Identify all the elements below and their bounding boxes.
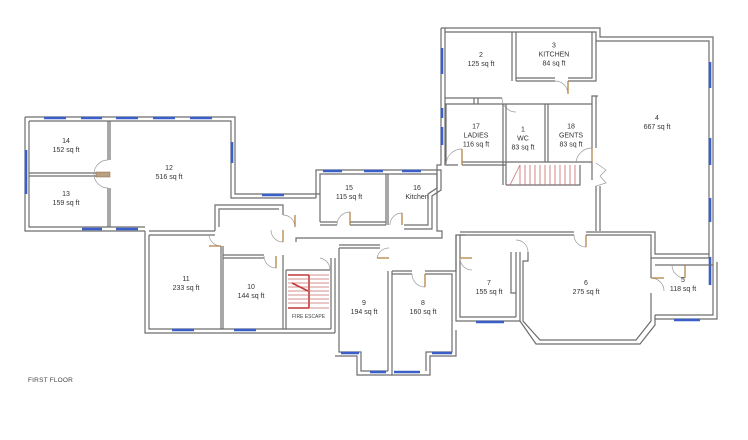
- fire-escape-stairs: [288, 274, 329, 309]
- room-area: 194 sq ft: [350, 309, 378, 316]
- room-number: 6: [584, 280, 588, 287]
- room-label-5[interactable]: 5 118 sq ft: [670, 276, 696, 294]
- room-label-10[interactable]: 10 144 sq ft: [238, 283, 265, 301]
- room-number: 18: [567, 123, 575, 131]
- room-area: 83 sq ft: [511, 144, 535, 152]
- room-area: 83 sq ft: [559, 141, 583, 149]
- room-number: 17: [472, 123, 480, 131]
- floor-title: FIRST FLOOR: [28, 377, 74, 384]
- room-number: 11: [182, 276, 190, 283]
- room-area: 125 sq ft: [467, 61, 495, 68]
- room-area: 160 sq ft: [409, 309, 437, 316]
- room-label-12[interactable]: 12 516 sq ft: [156, 164, 183, 182]
- room-label-17[interactable]: 17 LADIES 116 sq ft: [463, 123, 489, 150]
- room-label-15[interactable]: 15 115 sq ft: [336, 184, 362, 202]
- room-name: KITCHEN: [538, 51, 570, 59]
- room-area: 275 sq ft: [572, 289, 600, 296]
- west-wing-windows: [24, 116, 284, 231]
- room-number: 3: [552, 42, 556, 50]
- room-area: 84 sq ft: [542, 60, 566, 68]
- room-label-14[interactable]: 14 152 sq ft: [53, 137, 80, 155]
- room-label-1[interactable]: 1 WC 83 sq ft: [512, 126, 535, 153]
- room-number: 5: [681, 277, 685, 284]
- room-label-18[interactable]: 18 GENTS 83 sq ft: [559, 123, 583, 150]
- room-area: 516 sq ft: [155, 174, 183, 181]
- room-area: 159 sq ft: [52, 200, 80, 207]
- room-label-2[interactable]: 2 125 sq ft: [468, 51, 495, 69]
- room-area: 144 sq ft: [237, 293, 265, 300]
- room-number: 13: [62, 191, 70, 198]
- room-number: 10: [247, 284, 255, 291]
- room-label-4[interactable]: 4 667 sq ft: [644, 114, 671, 132]
- room-area: 155 sq ft: [475, 289, 503, 296]
- room-name: Kitchen: [405, 194, 429, 201]
- north-block-walls: [440, 27, 714, 285]
- room-area: 115 sq ft: [335, 194, 363, 201]
- room-label-3[interactable]: 3 KITCHEN 84 sq ft: [539, 42, 570, 69]
- room-name: LADIES: [463, 132, 489, 140]
- room-number: 12: [165, 165, 173, 172]
- main-stairs: [509, 164, 576, 186]
- corridor-walls: [295, 28, 465, 376]
- room-number: 9: [362, 300, 366, 307]
- room-area: 118 sq ft: [669, 286, 697, 293]
- room-area: 233 sq ft: [172, 285, 200, 292]
- room-name: WC: [517, 135, 529, 143]
- room-label-8[interactable]: 8 160 sq ft: [410, 299, 437, 317]
- room-number: 1: [521, 126, 525, 134]
- room-name: GENTS: [558, 132, 584, 140]
- room-number: 2: [479, 52, 483, 59]
- room-area: 116 sq ft: [462, 141, 490, 149]
- room-number: 16: [413, 185, 421, 192]
- room-area: 667 sq ft: [643, 124, 671, 131]
- fire-escape-label: FIRE ESCAPE: [292, 314, 326, 320]
- room-number: 7: [487, 280, 491, 287]
- room-area: 152 sq ft: [52, 147, 80, 154]
- room-number: 14: [62, 138, 70, 145]
- room-label-16[interactable]: 16 Kitchen: [405, 184, 428, 202]
- room-number: 4: [655, 115, 659, 122]
- room-number: 15: [345, 185, 353, 192]
- south-east-walls: [455, 231, 718, 345]
- room-label-7[interactable]: 7 155 sq ft: [476, 279, 503, 297]
- room-number: 8: [421, 300, 425, 307]
- central-walls: [144, 204, 336, 334]
- room-label-9[interactable]: 9 194 sq ft: [351, 299, 378, 317]
- room-label-6[interactable]: 6 275 sq ft: [573, 279, 600, 297]
- room-label-13[interactable]: 13 159 sq ft: [53, 190, 80, 208]
- room-label-11[interactable]: 11 233 sq ft: [173, 275, 200, 293]
